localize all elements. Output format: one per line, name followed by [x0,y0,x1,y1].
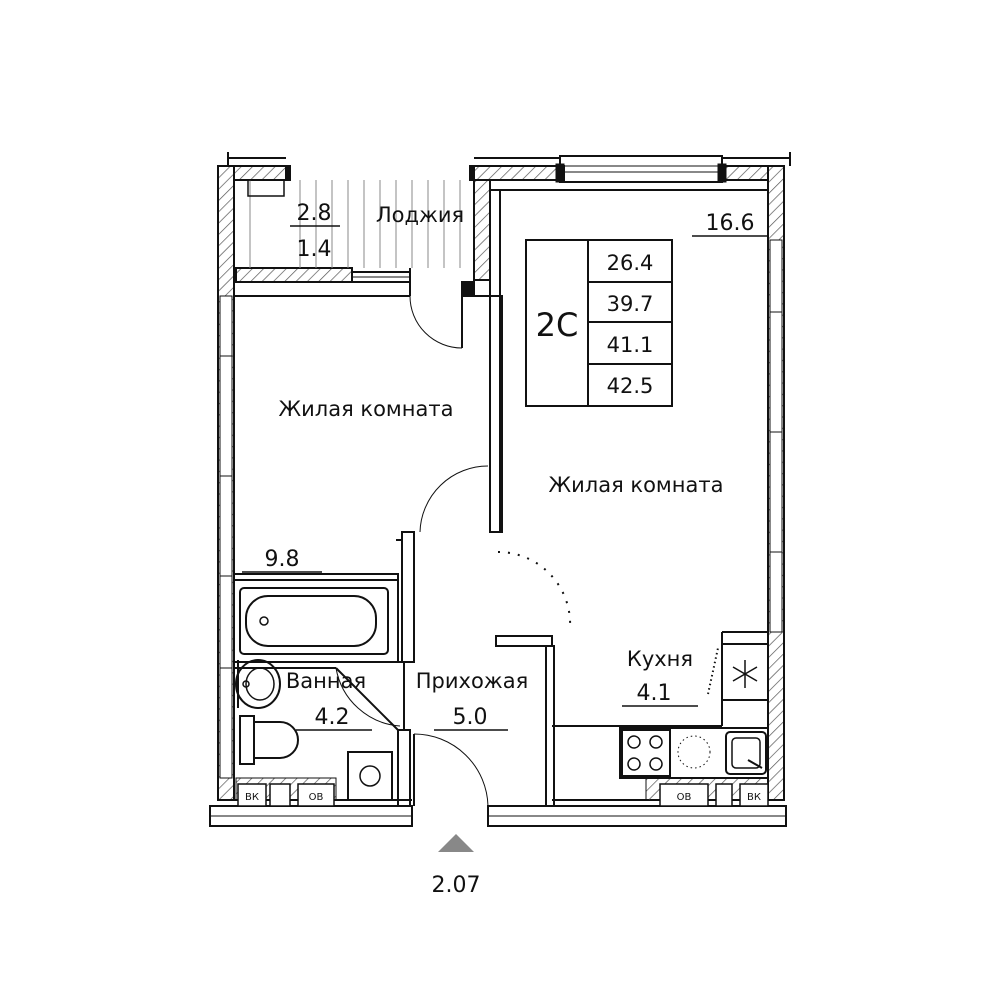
interior-walls [233,165,768,807]
living-room-1-name: Жилая комната [279,397,454,421]
living-room-2-area: 16.6 [706,211,755,236]
entrance-height: 2.07 [432,873,481,898]
bathtub-icon [239,587,389,655]
ov-box-left [297,783,335,807]
appliance-placeholder-icon [677,735,711,769]
vk-label-right: ВК [747,792,761,803]
fixtures [235,587,769,801]
living2-door-swing [497,550,572,629]
top-wall-mid [473,165,565,181]
vb-box-left [269,783,291,807]
kitchen-name: Кухня [627,647,693,671]
kitchen-area: 4.1 [637,681,672,706]
area-summary-table [525,239,673,407]
top-wall-left [233,165,287,181]
right-windows [769,239,783,633]
summary-area-2: 39.7 [607,292,654,316]
left-windows [219,295,233,779]
vk-box-left [237,783,267,807]
vk-label-left: ВК [245,792,259,803]
hallway-area: 5.0 [453,705,488,730]
top-window [555,155,727,183]
doors [335,295,572,807]
loggia-railing [247,179,461,268]
bathroom-area: 4.2 [315,705,350,730]
kitchen-sink-icon [725,731,767,775]
apartment-type-code: 2С [536,306,579,344]
small-box-right [715,783,733,807]
top-wall-right [719,165,769,181]
loggia-name: Лоджия [376,203,464,227]
ov-label-right: ОВ [677,792,692,803]
ov-label-left: ОВ [309,792,324,803]
toilet-tank [239,715,255,765]
stove-icon [621,729,671,777]
hallway-name: Прихожая [416,669,528,693]
living-room-2-name: Жилая комната [549,473,724,497]
loggia-area-top: 2.8 [297,201,332,226]
bathroom-sink-icon [235,659,281,709]
summary-area-3: 41.1 [607,333,654,357]
living-room-1-area: 9.8 [265,547,300,572]
riser-boxes [237,783,769,807]
summary-area-1: 26.4 [607,251,654,275]
ventilation-shaft-icon [721,643,769,701]
washing-machine-icon [347,751,393,801]
entrance-triangle-icon [438,834,474,852]
vk-box-right [739,783,769,807]
bathroom-door [335,667,399,731]
kitchen-counter [619,727,769,779]
summary-area-4: 42.5 [607,374,654,398]
bathroom-name: Ванная [286,669,366,693]
toilet-icon [253,721,299,759]
ov-box-right [659,783,709,807]
loggia-area-bottom: 1.4 [297,237,332,262]
